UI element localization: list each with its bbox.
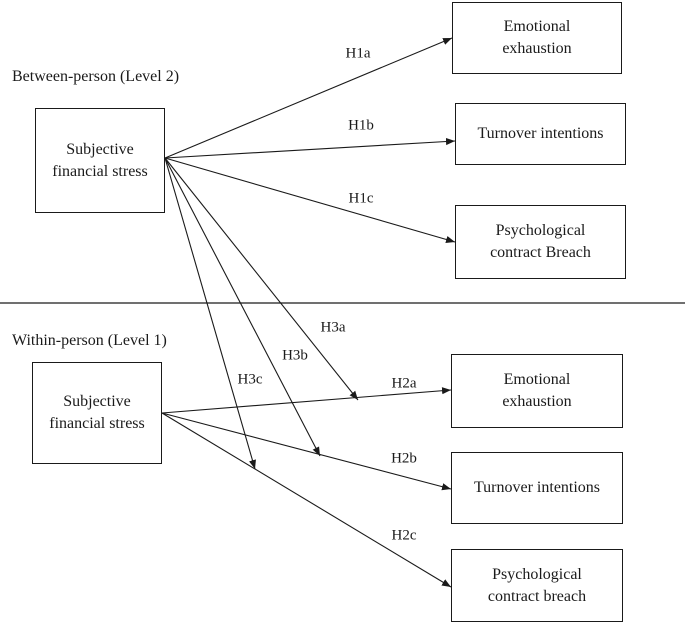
- box-line: Psychological: [495, 222, 586, 239]
- hypothesis-label-h2c: H2c: [391, 527, 417, 544]
- hypothesis-label-h3b: H3b: [282, 347, 308, 364]
- box-psychological-contract-breach-between: Psychological contract Breach: [455, 205, 626, 279]
- arrow-h3a: [164, 157, 359, 401]
- box-line: Subjective: [63, 393, 131, 410]
- hypothesis-label-h1b: H1b: [348, 117, 374, 134]
- box-line: Psychological: [492, 565, 582, 583]
- box-line: Turnover intentions: [473, 479, 601, 496]
- box-line: financial stress: [52, 162, 148, 180]
- box-line: Turnover intentions: [477, 125, 604, 142]
- arrow-h2c: [161, 412, 452, 588]
- box-line: exhaustion: [502, 393, 572, 410]
- arrow-h3b: [164, 157, 321, 457]
- arrow-h1c: [164, 157, 456, 243]
- box-emotional-exhaustion-between: Emotional exhaustion: [452, 2, 622, 74]
- arrow-h2b: [161, 412, 452, 491]
- hypothesis-label-h3a: H3a: [320, 319, 346, 336]
- box-line: Emotional: [503, 18, 571, 35]
- arrow-h2a: [161, 387, 452, 414]
- box-subjective-financial-stress-within: Subjective financial stress: [32, 362, 162, 464]
- level-label-between: Between-person (Level 2): [12, 68, 180, 85]
- level-label-within: Within-person (Level 1): [12, 332, 167, 349]
- box-turnover-intentions-within: Turnover intentions: [451, 452, 623, 524]
- box-emotional-exhaustion-within: Emotional exhaustion: [451, 354, 623, 428]
- arrow-h1a: [164, 37, 453, 159]
- box-line: Emotional: [503, 371, 571, 388]
- box-line: financial stress: [49, 415, 145, 432]
- hypothesis-label-h3c: H3c: [237, 371, 263, 388]
- box-line: Subjective: [66, 140, 134, 158]
- arrow-h3c: [164, 157, 256, 470]
- box-psychological-contract-breach-within: Psychological contract breach: [451, 549, 623, 622]
- hypothesis-label-h1c: H1c: [348, 190, 374, 207]
- box-subjective-financial-stress-between: Subjective financial stress: [35, 108, 165, 213]
- box-turnover-intentions-between: Turnover intentions: [455, 103, 626, 165]
- arrow-h1b: [164, 137, 456, 159]
- hypothesis-label-h2b: H2b: [391, 450, 417, 467]
- hypothesis-label-h1a: H1a: [345, 45, 371, 62]
- box-line: contract Breach: [490, 244, 591, 261]
- hypothesis-label-h2a: H2a: [391, 375, 417, 392]
- box-line: contract breach: [487, 587, 587, 605]
- box-line: exhaustion: [502, 40, 572, 57]
